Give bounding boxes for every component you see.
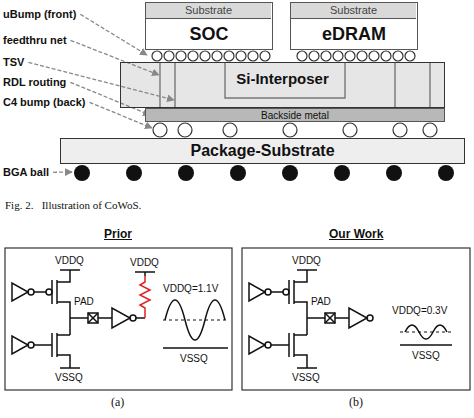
leader-line <box>80 14 147 55</box>
voltage-level: VDDQ=0.3V <box>392 305 447 317</box>
substrate-band: Substrate <box>146 3 271 19</box>
supply-name: VDDQ <box>292 255 321 267</box>
node-label: SOC <box>189 25 228 45</box>
node-label: Si-Interposer <box>233 71 332 88</box>
callout-label: feedthru net <box>3 34 67 47</box>
callout-label: BGA ball <box>3 166 49 179</box>
voltage-level: VDDQ=1.1V <box>163 283 218 295</box>
ubumps <box>152 51 415 61</box>
panel-frame <box>242 248 470 390</box>
callout-label: RDL routing <box>3 76 66 89</box>
node-label: eDRAM <box>322 25 386 45</box>
panel-frame <box>5 248 232 390</box>
waveform <box>163 300 452 348</box>
bga-balls <box>74 165 454 181</box>
panel-number: (b) <box>349 396 363 410</box>
node-label: Substrate <box>185 4 232 16</box>
chip-box: SOC Substrate <box>145 2 273 50</box>
panel-heading: Our Work <box>329 228 383 242</box>
c4-bumps <box>153 123 437 137</box>
chip-box: Package-Substrate <box>60 138 465 164</box>
interposer-fill <box>120 62 445 108</box>
substrate-band: Substrate <box>291 3 416 19</box>
odt-resistor <box>135 272 155 318</box>
leader-line <box>53 171 72 173</box>
supply-name: VDDQ <box>55 255 84 267</box>
callout-label: TSV <box>3 56 24 69</box>
metal-layer: Backside metal <box>145 108 445 122</box>
callout-label: C4 bump (back) <box>3 96 86 109</box>
supply-name: VSSQ <box>55 372 83 384</box>
driver-schematic <box>249 270 373 368</box>
callout-label: uBump (front) <box>3 8 76 21</box>
node-label: Backside metal <box>261 110 329 121</box>
supply-name: VSSQ <box>292 372 320 384</box>
node-label: Substrate <box>330 4 377 16</box>
pin-name: PAD <box>311 296 331 308</box>
supply-name: VSSQ <box>180 353 208 365</box>
driver-schematic <box>12 270 136 368</box>
panel-number: (a) <box>111 396 124 410</box>
supply-name: VSSQ <box>412 350 440 362</box>
pin-name: PAD <box>74 296 94 308</box>
node-label: Package-Substrate <box>190 142 334 160</box>
figure-caption: Fig. 2. Illustration of CoWoS. <box>5 199 141 212</box>
supply-name: VDDQ <box>130 257 159 269</box>
chip-box: eDRAM Substrate <box>290 2 418 50</box>
chip-box: Si-Interposer <box>120 62 445 108</box>
panel-heading: Prior <box>104 228 132 242</box>
